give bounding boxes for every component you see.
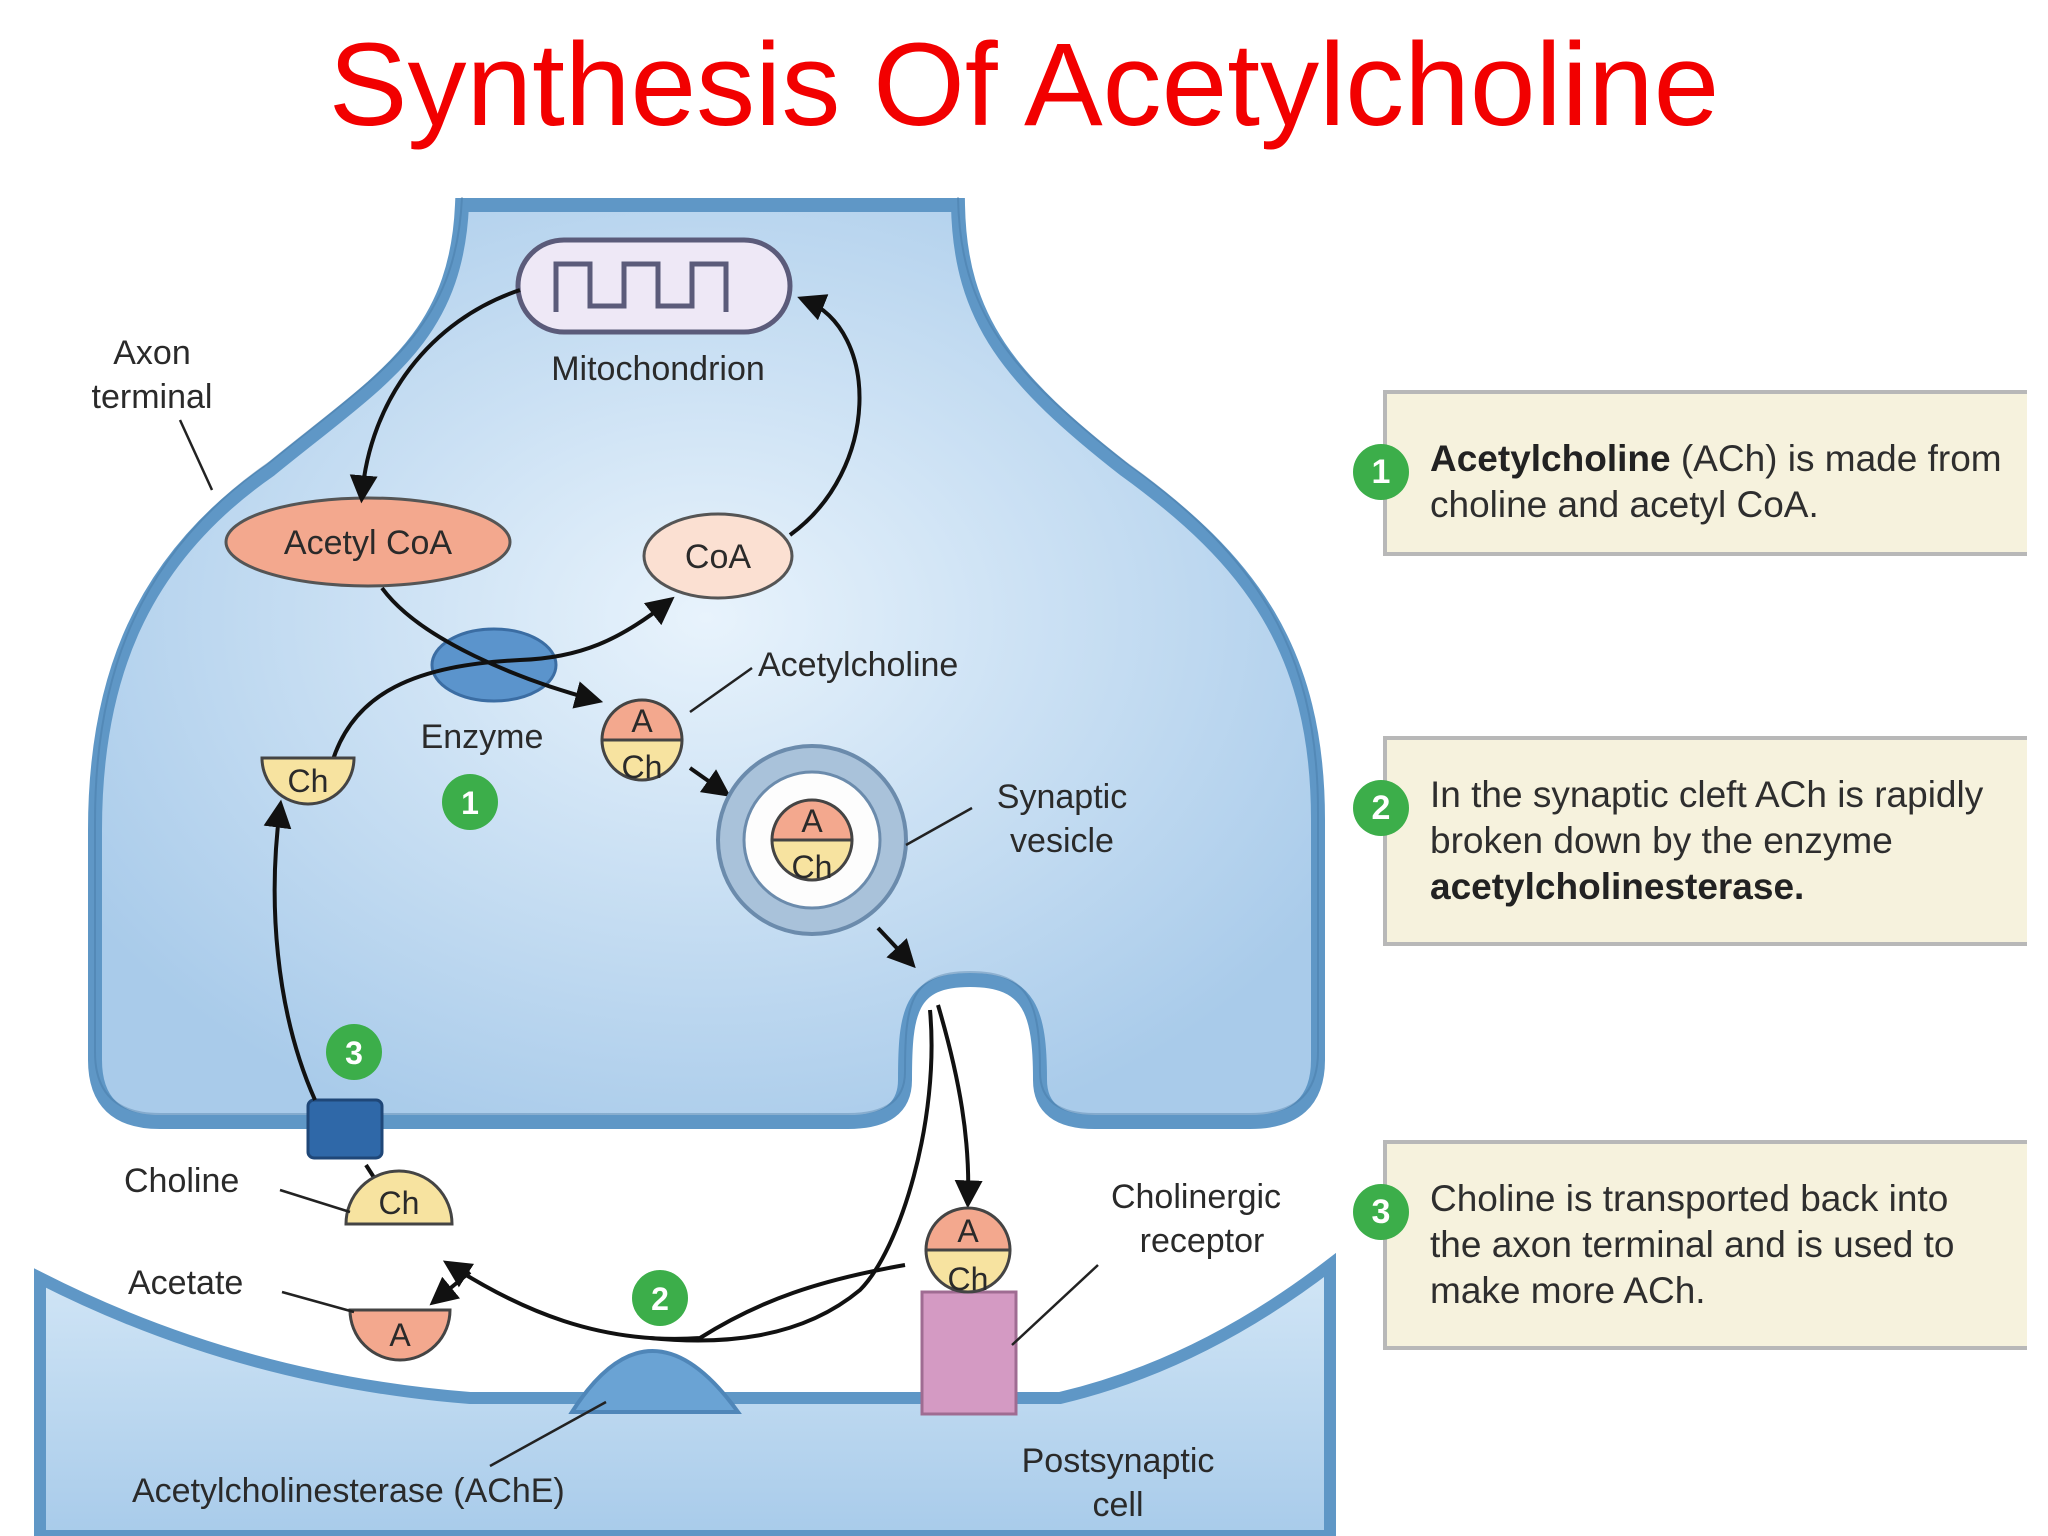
note-1-bold-lead: Acetylcholine [1430, 438, 1671, 479]
label-receptor: receptor [1140, 1222, 1265, 1260]
arrow-to-acetate [429, 1270, 472, 1306]
note-1-text: (ACh) is made from choline and acetyl Co… [1430, 438, 2002, 525]
page-title: Synthesis Of Acetylcholine [328, 19, 1720, 151]
label-coa: CoA [685, 538, 751, 576]
note-box-1: 1 Acetylcholine (ACh) is made from choli… [1353, 390, 2027, 556]
note-box-3: 3 Choline is transported back into the a… [1353, 1140, 2027, 1350]
step-badge-3-label: 3 [345, 1035, 363, 1071]
note-2-text: In the synaptic cleft ACh is rapidly bro… [1430, 774, 1984, 861]
ach-ch-label: Ch [622, 749, 663, 785]
arrow-ach-to-vesicle [688, 766, 731, 797]
step-badge-1: 1 [442, 774, 498, 830]
label-synaptic: Synaptic [997, 778, 1127, 816]
step-badge-2-label: 2 [651, 1281, 669, 1317]
leader-vesicle [905, 806, 973, 847]
note-badge-1: 1 [1353, 444, 1409, 500]
ach-a-label: A [631, 703, 653, 739]
arrow-acetylcoa-through-enzyme [380, 586, 604, 709]
leader-choline [279, 1188, 351, 1214]
step-badge-3: 3 [326, 1024, 382, 1080]
ache-enzyme [568, 1349, 742, 1414]
note-badge-2: 2 [1353, 780, 1409, 836]
arrow-choline-to-coa [328, 596, 675, 771]
note-text-3: Choline is transported back into the axo… [1430, 1176, 2009, 1314]
label-axon: Axon [113, 334, 191, 372]
arrow-vesicle-to-membrane [876, 926, 916, 969]
arrow-release [936, 1004, 983, 1209]
choline-transporter [306, 1098, 384, 1160]
axon-terminal [88, 198, 1325, 1129]
label-choline: Choline [124, 1162, 239, 1200]
arrow-coa-to-mito [788, 294, 862, 537]
note-text-1: Acetylcholine (ACh) is made from choline… [1430, 436, 2009, 528]
note-box-2: 2 In the synaptic cleft ACh is rapidly b… [1353, 736, 2027, 946]
leader-acetylcholine [689, 666, 753, 714]
coa [642, 512, 794, 600]
label-cholinergic: Cholinergic [1111, 1178, 1281, 1216]
label-ache: Acetylcholinesterase (AChE) [132, 1472, 565, 1510]
arrow-cleft-line [649, 1009, 934, 1343]
receptor-a-label: A [957, 1213, 979, 1249]
choline-molecule-cleft: Ch [344, 1169, 454, 1226]
vesicle-ch-label: Ch [792, 849, 833, 885]
note-3-text: Choline is transported back into the axo… [1430, 1178, 1955, 1311]
leader-receptor [1011, 1264, 1099, 1346]
leader-axon-terminal [178, 419, 214, 491]
cleft-ch-label: Ch [379, 1185, 420, 1221]
vesicle-a-label: A [801, 803, 823, 839]
leader-ache [489, 1400, 607, 1468]
synaptic-vesicle: A Ch [716, 744, 908, 936]
label-enzyme: Enzyme [421, 718, 544, 756]
label-acetyl-coa: Acetyl CoA [284, 524, 452, 562]
label-mitochondrion: Mitochondrion [551, 350, 765, 388]
label-acetate: Acetate [128, 1264, 243, 1302]
label-postsynaptic: Postsynaptic [1022, 1442, 1215, 1480]
label-terminal: terminal [92, 378, 213, 416]
note-2-bold-tail: acetylcholinesterase. [1430, 866, 1805, 907]
acetate-molecule: A [348, 1308, 452, 1362]
leader-acetate [281, 1290, 355, 1314]
step-badge-1-label: 1 [461, 785, 479, 821]
arrow-ach-to-breakdown [442, 1260, 906, 1341]
label-cell: cell [1092, 1486, 1143, 1524]
arrow-transport-up [263, 799, 317, 1101]
mitochondrion [515, 237, 793, 335]
acetylcholine-molecule-receptor: A Ch [924, 1206, 1012, 1297]
acetylcholine-molecule-terminal: A Ch [600, 698, 684, 785]
step-badge-2: 2 [632, 1270, 688, 1326]
terminal-ch-label: Ch [288, 763, 329, 799]
label-acetylcholine: Acetylcholine [758, 646, 958, 684]
receptor-ch-label: Ch [948, 1261, 989, 1297]
choline-molecule-terminal: Ch [260, 756, 356, 806]
note-text-2: In the synaptic cleft ACh is rapidly bro… [1430, 772, 2009, 910]
cholinergic-receptor [920, 1290, 1018, 1416]
arrow-mito-to-acetylcoa [349, 288, 521, 504]
note-badge-3: 3 [1353, 1184, 1409, 1240]
label-vesicle: vesicle [1010, 822, 1114, 860]
acetate-a-label: A [389, 1317, 411, 1353]
